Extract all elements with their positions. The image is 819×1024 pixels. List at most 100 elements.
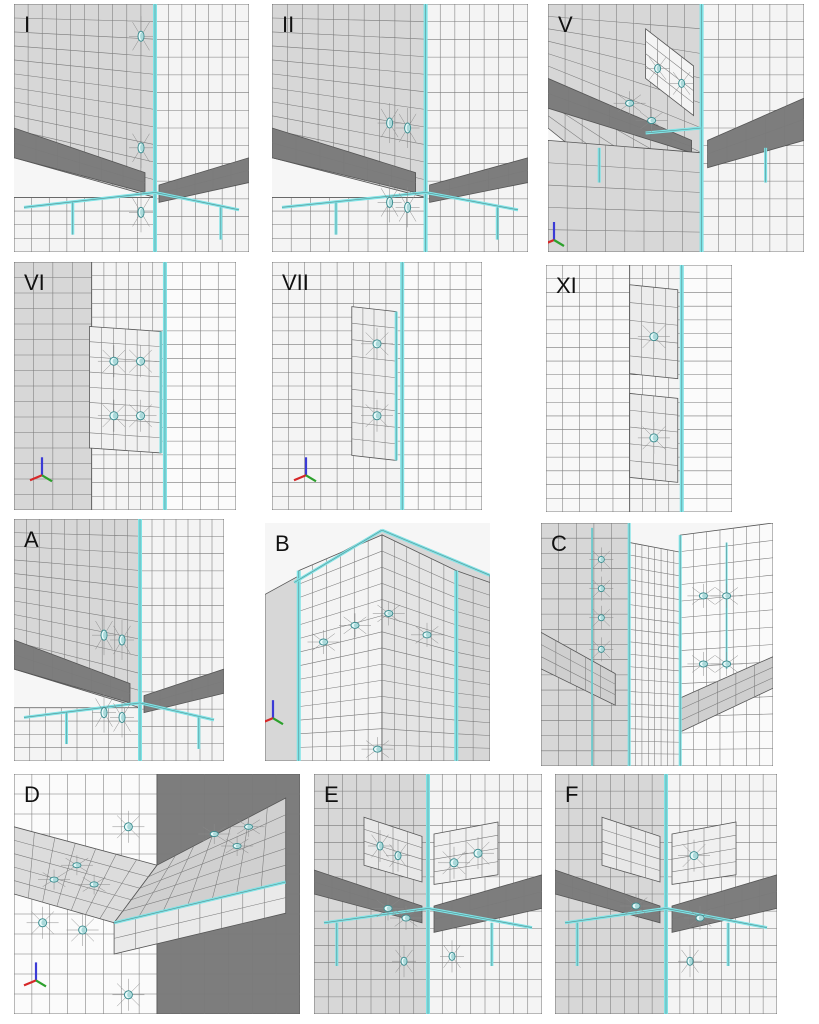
bolt-hole-bore <box>387 611 392 616</box>
bolt-hole-spokes <box>637 421 670 454</box>
bolt-hole-spokes <box>710 583 743 608</box>
axis-triad-x <box>29 474 43 482</box>
bolt-hole-bore <box>375 340 381 347</box>
axis-triad-y <box>305 474 317 483</box>
mesh-view-VII <box>272 262 482 510</box>
bolt-hole-spokes <box>372 601 405 626</box>
bolt-hole-spokes <box>112 810 145 843</box>
bolt-hole-spokes <box>372 896 404 921</box>
bolt-hole-spokes <box>78 874 111 895</box>
clip-right-mesh <box>671 825 737 882</box>
bolt-hole-bore <box>397 852 401 859</box>
bolt-hole-spokes <box>112 978 145 1011</box>
bolt-hole-spokes <box>684 906 716 930</box>
bolt-hole-bore <box>600 615 604 621</box>
web-plate-right-mesh <box>425 4 528 252</box>
deck-right <box>143 668 224 714</box>
deck-right-mesh <box>429 163 528 199</box>
bolt-hole-spokes <box>92 615 116 656</box>
panel-II: II <box>272 4 528 252</box>
bolt-hole-spokes <box>26 906 59 939</box>
bolt-hole-bore <box>112 412 118 419</box>
mesh-view-C <box>541 523 773 766</box>
bolt-hole-bore <box>112 358 118 365</box>
panel-V: V <box>548 4 804 252</box>
bolt-hole-bore <box>652 333 658 340</box>
bolt-hole-spokes <box>377 103 402 144</box>
side-face-mesh <box>456 576 490 761</box>
panel-F: F <box>555 774 777 1014</box>
bolt-hole-bore <box>656 65 660 72</box>
bolt-hole-bore <box>406 203 410 212</box>
bolt-hole-spokes <box>232 816 265 837</box>
bolt-hole-spokes <box>361 737 394 761</box>
clip-right-mesh <box>433 825 499 882</box>
bolt-hole-spokes <box>129 16 153 57</box>
bolt-hole-spokes <box>97 399 130 432</box>
mesh-view-II <box>272 4 528 252</box>
bolt-hole-spokes <box>440 940 464 973</box>
bolt-hole-bore <box>702 593 707 599</box>
clip-left-mesh <box>601 822 661 878</box>
bolt-hole-bore <box>140 32 144 40</box>
bolt-hole-bore <box>692 852 698 859</box>
bolt-hole-bore <box>600 586 604 591</box>
mesh-view-D <box>14 774 300 1014</box>
bolt-hole-bore <box>121 713 125 722</box>
panel-label: I <box>24 12 31 37</box>
bolt-hole-bore <box>725 661 730 667</box>
panel-label: XI <box>556 273 577 298</box>
bracket-flange-right-core <box>154 192 240 211</box>
bolt-hole-bore <box>379 843 383 849</box>
bolt-hole-spokes <box>438 846 470 879</box>
bolt-hole-bore <box>388 119 392 127</box>
web-plate-left-mesh <box>14 4 156 194</box>
panel-label: F <box>565 782 579 807</box>
bolt-hole-bore <box>376 746 381 752</box>
panel-label: E <box>324 782 339 807</box>
bolt-hole-spokes <box>361 399 393 432</box>
bolt-hole-spokes <box>60 855 93 876</box>
bolt-hole-bore <box>92 882 98 887</box>
bolt-hole-spokes <box>589 637 614 662</box>
bolt-hole-bore <box>600 557 604 562</box>
bracket-flange-left-core <box>23 192 156 208</box>
bolt-hole-bore <box>75 863 81 868</box>
bolt-hole-bore <box>41 919 46 926</box>
bolt-hole-spokes <box>710 651 743 676</box>
panel-label: C <box>551 531 567 556</box>
bolt-hole-spokes <box>198 824 231 844</box>
panel-label: V <box>558 12 573 37</box>
deck-left <box>541 631 616 706</box>
panel-B: B <box>265 523 490 761</box>
deck-right-mesh <box>158 163 249 199</box>
flange-edge-mesh <box>114 887 286 949</box>
bolt-hole-spokes <box>377 182 402 223</box>
panel-label: VII <box>282 270 309 295</box>
axis-triad-x <box>265 717 274 723</box>
bolt-hole-spokes <box>613 91 646 116</box>
bolt-hole-bore <box>600 647 604 652</box>
bolt-hole-bore <box>680 80 684 87</box>
bolt-hole-spokes <box>368 830 392 862</box>
flange-right-mesh <box>122 807 286 918</box>
bolt-hole-bore <box>476 850 482 857</box>
mesh-view-I <box>14 4 249 252</box>
bolt-hole-spokes <box>589 605 614 630</box>
bolt-hole-spokes <box>129 192 153 233</box>
deck-right-mesh <box>707 106 804 163</box>
panel-E: E <box>314 774 542 1014</box>
inner-face-right-mesh <box>381 540 457 761</box>
panel-C: C <box>541 523 773 766</box>
bolt-hole-bore <box>388 198 392 207</box>
bolt-hole-spokes <box>620 894 652 918</box>
bolt-hole-bore <box>650 118 655 123</box>
bolt-hole-bore <box>235 844 241 848</box>
bolt-hole-spokes <box>124 345 157 378</box>
flange-left-core <box>564 908 667 924</box>
bolt-hole-spokes <box>97 345 130 378</box>
bolt-hole-bore <box>127 991 132 998</box>
bolt-hole-bore <box>375 412 381 419</box>
deck-right <box>158 157 249 203</box>
mesh-view-A <box>14 519 224 761</box>
